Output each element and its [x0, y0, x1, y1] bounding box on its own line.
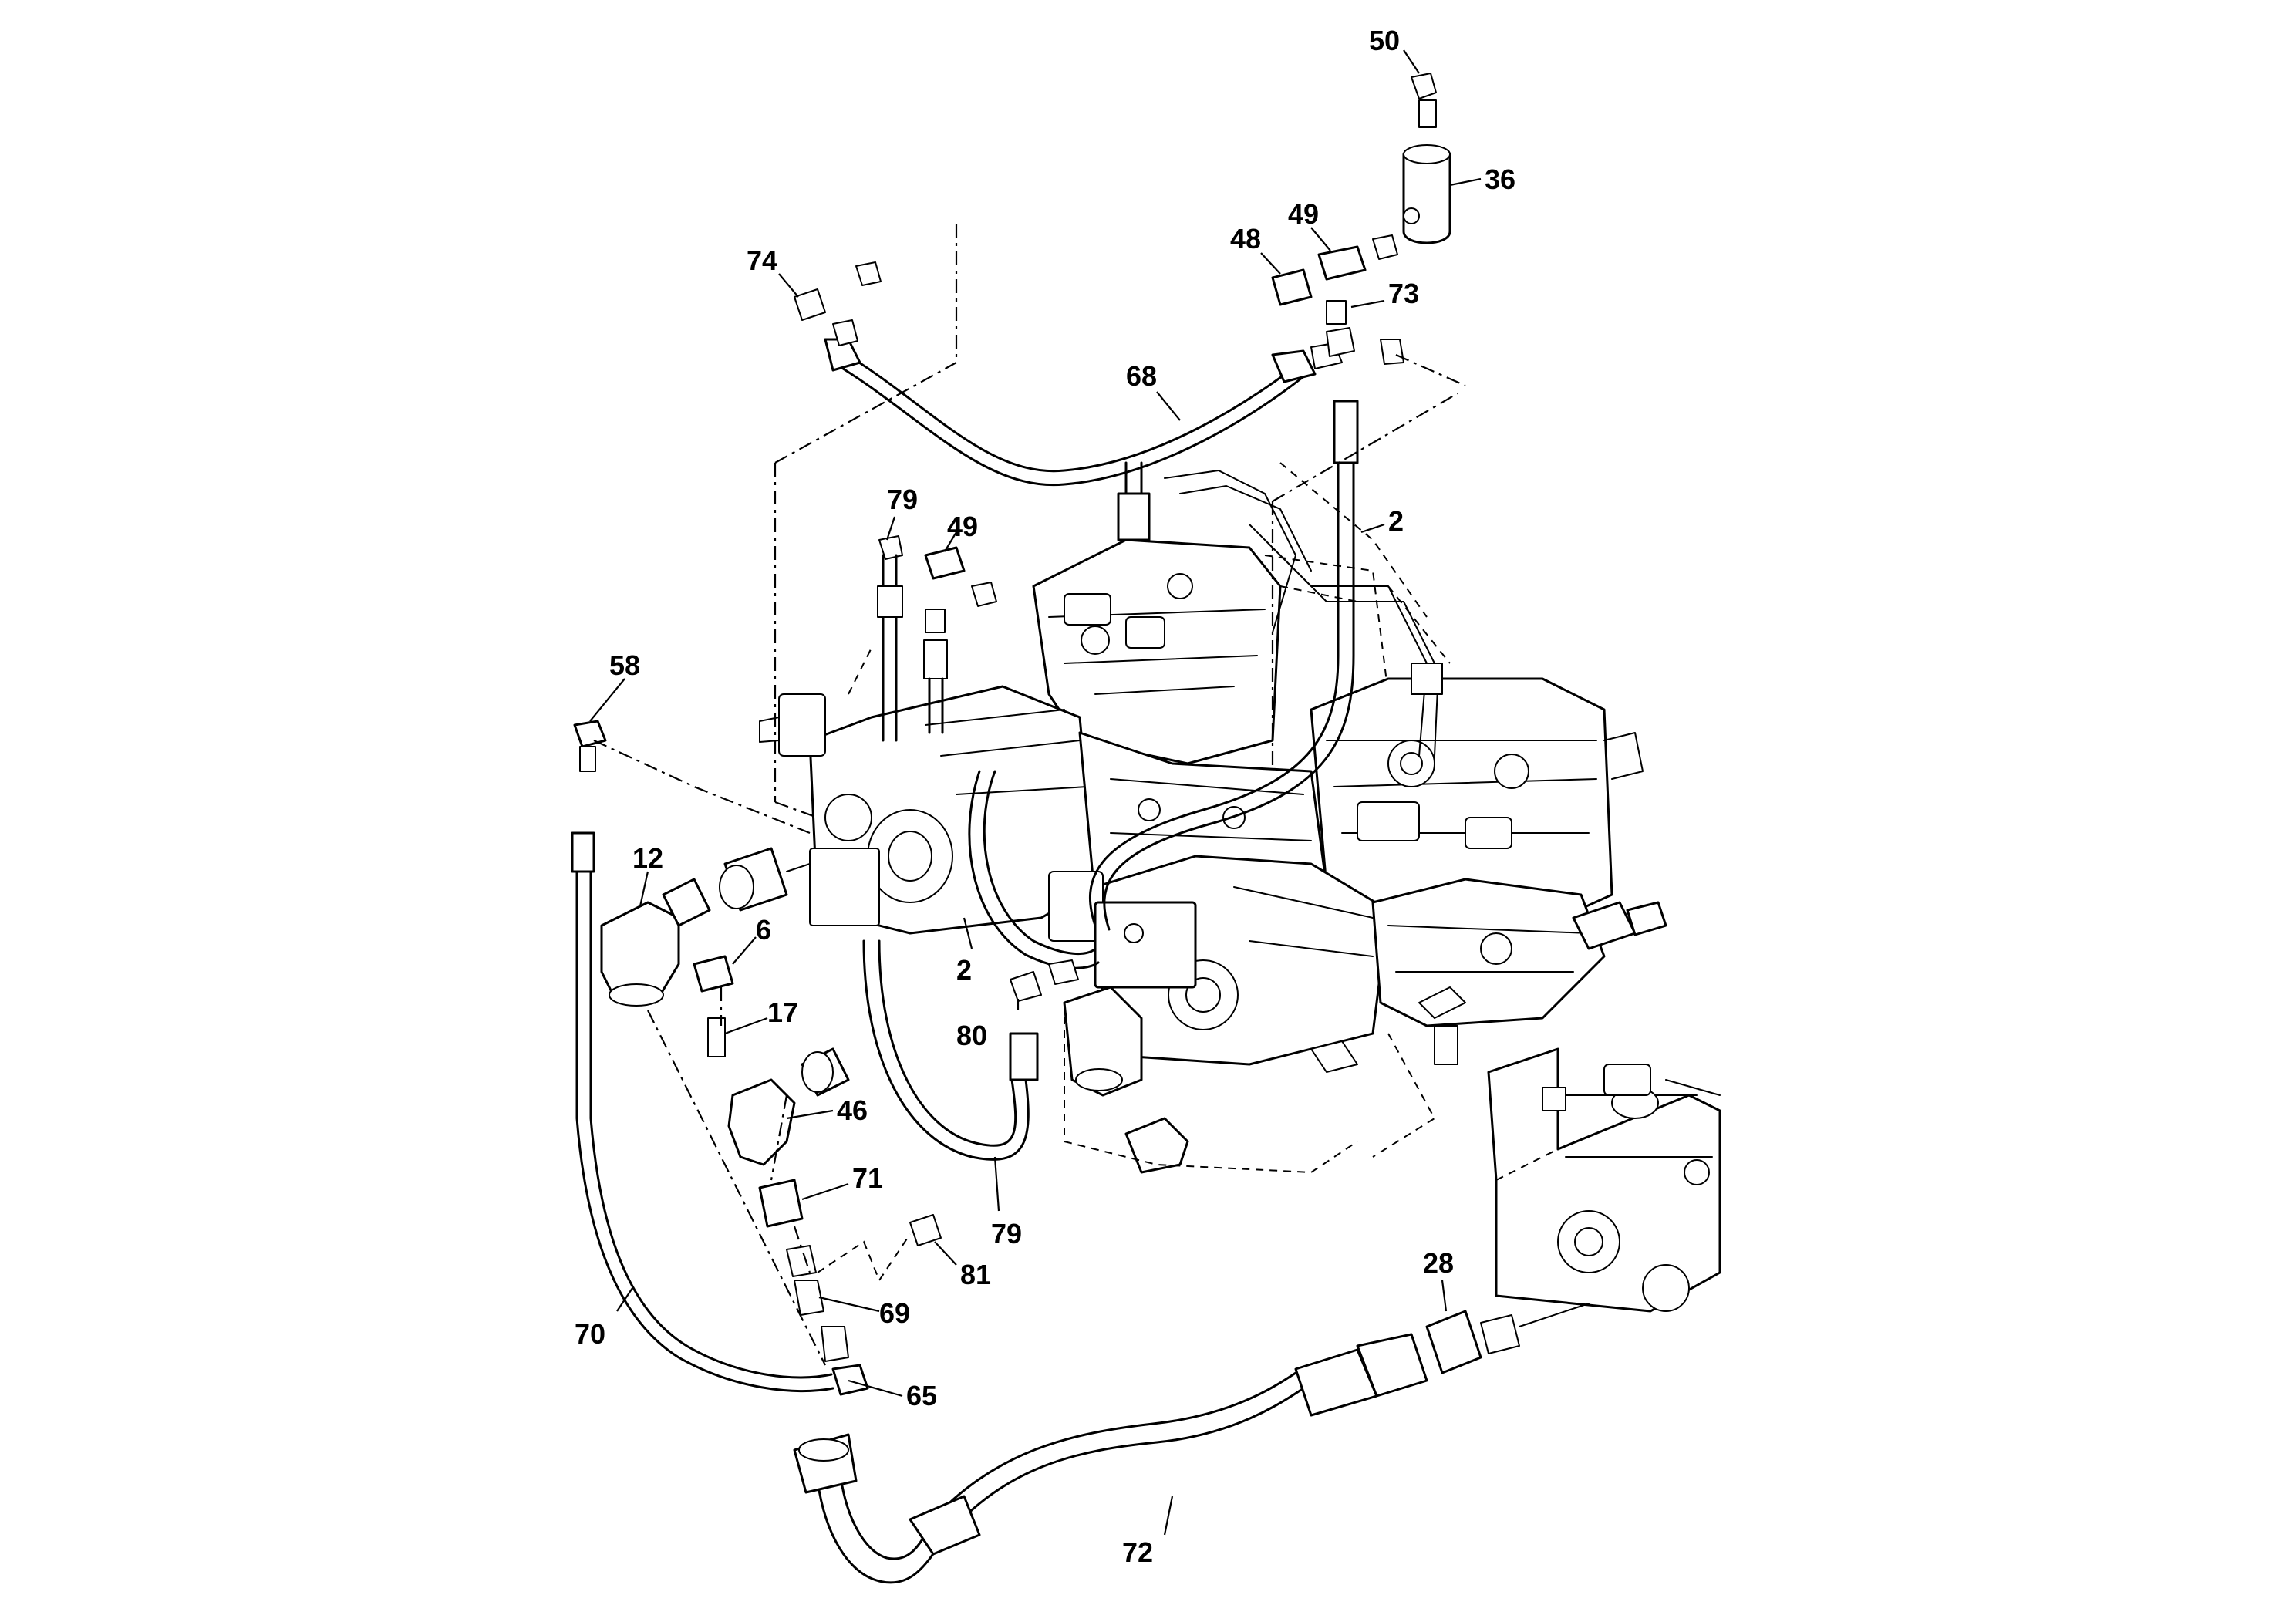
callout-49-top: 49 — [1288, 198, 1319, 230]
callout-6: 6 — [756, 914, 771, 946]
callout-28: 28 — [1423, 1247, 1454, 1279]
hose-2-upper — [1089, 400, 1359, 931]
callout-68: 68 — [1126, 360, 1157, 392]
hose-79-lower — [862, 939, 1039, 1161]
hydraulic-pump-assembly — [759, 462, 1667, 1174]
callout-74: 74 — [747, 244, 777, 276]
callout-46: 46 — [837, 1094, 868, 1126]
callout-72: 72 — [1122, 1536, 1153, 1568]
callout-79-lower: 79 — [991, 1218, 1022, 1249]
callout-71: 71 — [852, 1162, 883, 1194]
top-right-fittings — [774, 73, 1466, 819]
callout-58: 58 — [609, 649, 640, 681]
callout-2-upper: 2 — [1388, 505, 1404, 537]
callout-79-upper: 79 — [887, 484, 918, 515]
callout-17: 17 — [767, 996, 798, 1028]
callout-36: 36 — [1485, 164, 1515, 195]
callout-65: 65 — [906, 1380, 937, 1411]
callout-70: 70 — [575, 1318, 605, 1350]
callout-12: 12 — [632, 842, 663, 874]
callout-49-lower: 49 — [947, 511, 978, 542]
callout-leaders — [589, 49, 1482, 1536]
callout-2-lower: 2 — [956, 954, 972, 986]
fitting-28 — [1425, 1303, 1590, 1374]
callout-80: 80 — [956, 1020, 987, 1051]
upper-tube-connections — [1117, 461, 1443, 757]
callout-50: 50 — [1369, 25, 1400, 56]
left-fitting-stack — [573, 720, 1079, 1366]
callout-69: 69 — [879, 1297, 910, 1329]
hose-68 — [824, 338, 1343, 487]
hose-72 — [793, 1333, 1428, 1584]
callout-73: 73 — [1388, 278, 1419, 309]
callout-81: 81 — [960, 1259, 991, 1290]
callout-labels: 50 36 49 48 73 74 68 2 79 49 58 12 6 2 1… — [575, 25, 1515, 1568]
hose-2-lower — [968, 770, 1100, 969]
mounting-bracket — [1487, 1047, 1721, 1313]
callout-48: 48 — [1230, 223, 1261, 255]
hose-70 — [571, 831, 869, 1396]
